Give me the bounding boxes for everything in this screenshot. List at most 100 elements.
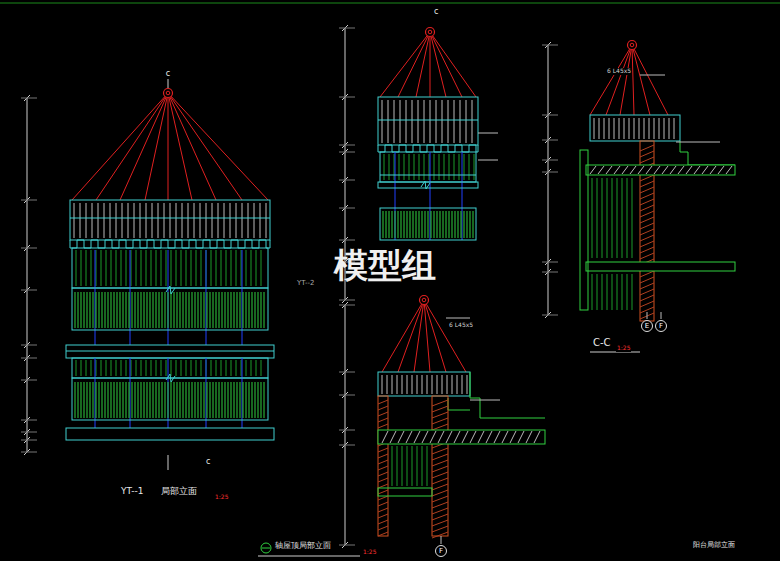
leader-line (446, 318, 470, 319)
axis-label: F (659, 323, 663, 330)
hatch-line (156, 292, 157, 328)
hatch-line (191, 360, 192, 376)
leader-line (470, 400, 500, 401)
hatch-line (111, 360, 112, 376)
drawing-title: YT--1 (120, 487, 144, 497)
wall-hatch (432, 496, 448, 502)
floor-slab (378, 488, 432, 496)
hatch-line (171, 292, 172, 328)
roof-ridge-line (632, 45, 634, 115)
hatch-line (177, 292, 178, 328)
hatch-line (204, 292, 205, 328)
roof-ridge-line (145, 93, 168, 200)
slab-hatch (502, 431, 508, 443)
hatch-line (237, 382, 238, 418)
hatch-line (249, 292, 250, 328)
center-mark: c (165, 70, 171, 79)
slab-hatch (654, 166, 660, 174)
slab-hatch (462, 431, 468, 443)
hatch-line (218, 203, 219, 238)
hatch-line (201, 382, 202, 418)
roof-ridge-line (414, 300, 424, 372)
hatch-line (394, 154, 395, 180)
extension-line (542, 45, 558, 46)
hatch-line (424, 100, 425, 143)
wall-hatch (640, 313, 654, 319)
crenellation (70, 240, 270, 248)
roof-ridge-line (382, 300, 424, 372)
hatch-line (91, 360, 92, 376)
hatch-line (599, 118, 600, 139)
hatch-line (181, 360, 182, 376)
hatch-line (87, 292, 88, 328)
hatch-line (402, 375, 403, 394)
hatch-line (447, 375, 448, 394)
wall-hatch (432, 478, 448, 484)
slab-hatch (638, 166, 644, 174)
hatch-line (180, 292, 181, 328)
hatch-line (141, 382, 142, 418)
outline-rect (72, 288, 268, 330)
hatch-line (246, 360, 247, 376)
hatch-line (467, 375, 468, 394)
hatch-line (81, 292, 82, 328)
wall-hatch (640, 157, 654, 163)
hatch-line (261, 292, 262, 328)
mullion (242, 250, 243, 345)
mullion (95, 358, 96, 430)
hatch-line (222, 292, 223, 328)
hatch-line (387, 375, 388, 394)
hatch-line (256, 250, 257, 286)
hatch-line (78, 292, 79, 328)
center-mark: c (433, 8, 439, 17)
hatch-line (632, 274, 633, 310)
extension-line (21, 420, 37, 421)
hatch-line (241, 360, 242, 376)
title-underline (258, 556, 360, 557)
hatch-line (231, 360, 232, 376)
hatch-line (228, 382, 229, 418)
hatch-line (96, 250, 97, 286)
extension-line (339, 300, 355, 301)
hatch-line (422, 211, 423, 238)
extension-line (542, 140, 558, 141)
slab-hatch (534, 431, 540, 443)
extension-line (339, 28, 355, 29)
hatch-line (126, 292, 127, 328)
hatch-line (472, 100, 473, 143)
hatch-line (266, 203, 267, 238)
hatch-line (189, 382, 190, 418)
roof-ridge-line (606, 45, 632, 115)
roof-band (378, 97, 478, 145)
outline-rect (72, 378, 268, 420)
hatch-line (162, 292, 163, 328)
extension-line (339, 545, 355, 546)
wall-hatch (432, 466, 448, 472)
hatch-line (454, 100, 455, 143)
hatch-line (674, 118, 675, 139)
roof-band (378, 372, 470, 396)
hatch-line (189, 292, 190, 328)
hatch-line (91, 250, 92, 286)
hatch-line (422, 446, 423, 486)
hatch-line (80, 203, 81, 238)
extension-line (339, 240, 355, 241)
hatch-line (128, 203, 129, 238)
hatch-line (434, 154, 435, 180)
hatch-line (92, 203, 93, 238)
hatch-line (195, 382, 196, 418)
hatch-line (383, 211, 384, 238)
hatch-line (114, 292, 115, 328)
hatch-line (90, 292, 91, 328)
roof-ridge-line (430, 32, 462, 97)
hatch-line (135, 382, 136, 418)
hatch-line (432, 375, 433, 394)
slab-hatch (518, 431, 524, 443)
roof-ridge-line (424, 300, 466, 372)
hatch-line (402, 446, 403, 486)
hatch-line (413, 211, 414, 238)
hatch-line (627, 274, 628, 310)
hatch-line (261, 360, 262, 376)
hatch-line (392, 211, 393, 238)
hatch-line (138, 292, 139, 328)
